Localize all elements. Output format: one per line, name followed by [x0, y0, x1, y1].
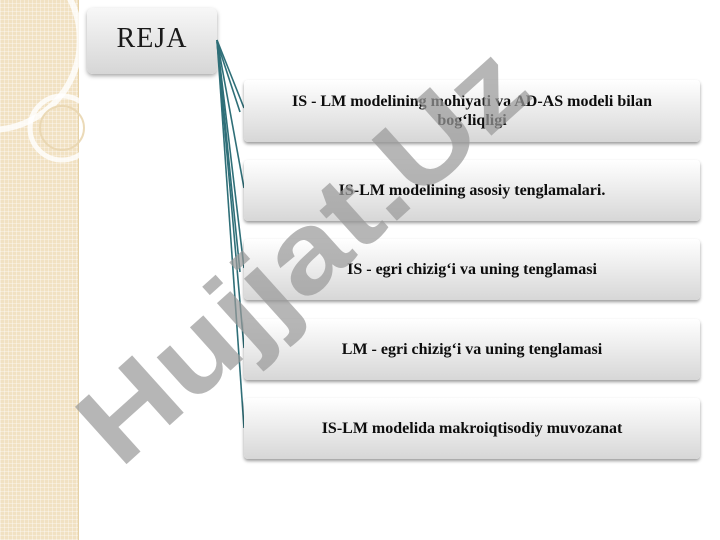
plan-item-3[interactable]: IS - egri chizig‘i va uning tenglamasi	[244, 239, 700, 300]
page-title: REJA	[116, 23, 188, 54]
plan-item-4[interactable]: LM - egri chizig‘i va uning tenglamasi	[244, 319, 700, 380]
decorative-circles	[0, 0, 97, 163]
plan-item-5[interactable]: IS-LM modelida makroiqtisodiy muvozanat	[244, 398, 700, 459]
plan-item-1-label: IS - LM modelining mohiyati va AD-AS mod…	[291, 93, 653, 129]
plan-item-3-label: IS - egri chizig‘i va uning tenglamasi	[347, 261, 597, 278]
title-box: REJA	[87, 8, 217, 74]
plan-item-1[interactable]: IS - LM modelining mohiyati va AD-AS mod…	[244, 80, 700, 142]
plan-item-2-label: IS-LM modelining asosiy tenglamalari.	[338, 182, 606, 199]
plan-item-4-label: LM - egri chizig‘i va uning tenglamasi	[341, 341, 603, 358]
plan-item-5-label: IS-LM modelida makroiqtisodiy muvozanat	[321, 420, 623, 437]
plan-item-2[interactable]: IS-LM modelining asosiy tenglamalari.	[244, 160, 700, 221]
